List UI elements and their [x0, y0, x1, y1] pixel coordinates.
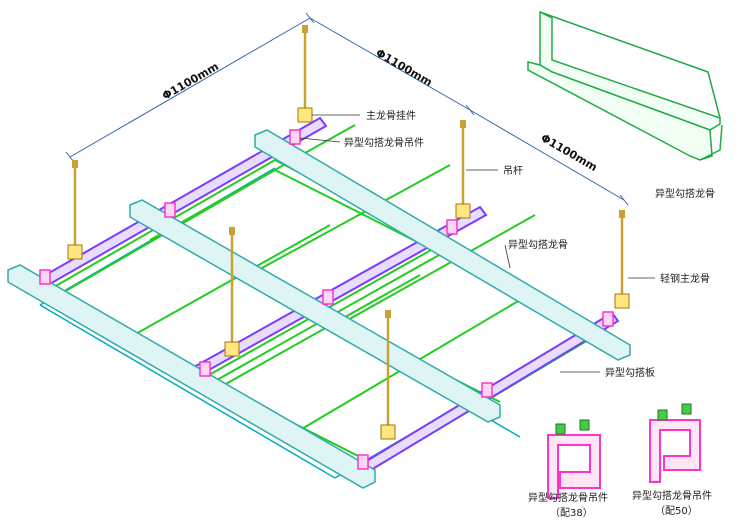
dimension-line-3: [469, 109, 625, 201]
part-detail-50: 异型勾搭龙骨吊件 （配50）: [632, 403, 712, 517]
dimension-tick: [305, 12, 315, 24]
label-special-panel: 异型勾搭板: [605, 366, 655, 379]
rod-cap: [619, 210, 625, 218]
hanger-clip: [164, 202, 176, 218]
light-steel-keels: [7, 129, 631, 489]
hanger-clip: [289, 129, 301, 145]
label-light-steel-main-keel: 轻钢主龙骨: [660, 272, 710, 285]
main-keel-hangers: [67, 107, 630, 440]
hanger-clip: [199, 361, 211, 377]
hanger-clip: [446, 219, 458, 235]
cross-keel-line: [149, 124, 356, 241]
dimension-lines: [65, 12, 629, 206]
part2-note: （配50）: [655, 505, 698, 517]
hanger-rods: [73, 30, 624, 428]
dimension-line-1: [69, 17, 311, 158]
part-bolt: [579, 419, 590, 431]
hanger-clip: [481, 382, 493, 398]
rod-cap: [72, 160, 78, 168]
cross-keel-line: [124, 224, 331, 341]
label-main-keel-hanger: 主龙骨挂件: [366, 109, 416, 122]
special-keel-hangers: [39, 129, 614, 470]
rod-caps: [72, 25, 625, 318]
profile-top-edge: [539, 11, 721, 119]
part1-name: 异型勾搭龙骨吊件: [528, 491, 608, 504]
light-steel-keel-1: [7, 264, 376, 489]
hanger-clip: [322, 289, 334, 305]
main-keel-hanger: [380, 424, 396, 440]
profile-flange: [527, 61, 713, 161]
hanger-clip: [602, 311, 614, 327]
part-clip-body: [649, 419, 701, 483]
panel-edge-line: [39, 304, 336, 479]
rod-cap: [460, 120, 466, 128]
profile-lip: [699, 124, 723, 161]
main-keel-hanger: [224, 341, 240, 357]
keel-profile-drawing: [527, 10, 723, 161]
label-profile-title: 异型勾搭龙骨: [655, 187, 715, 200]
main-keel-hanger: [67, 244, 83, 260]
dimension-label-1: Φ1100mm: [160, 60, 221, 103]
part-bolt: [555, 423, 566, 435]
cross-keel-line: [239, 164, 451, 281]
cross-keel-line: [329, 214, 536, 331]
label-rod: 吊杆: [503, 165, 523, 177]
rod-cap: [302, 25, 308, 33]
callout-leaders: [299, 114, 655, 373]
main-keel-hanger: [614, 293, 630, 309]
part1-note: （配38）: [550, 507, 593, 519]
label-special-keel-hanger: 异型勾搭龙骨吊件: [344, 136, 424, 149]
hanger-clip: [39, 269, 51, 285]
part-clip-body: [547, 434, 601, 499]
leader-special-keel-hanger: [299, 137, 341, 143]
part2-name: 异型勾搭龙骨吊件: [632, 489, 712, 502]
leader-special-keel: [504, 244, 511, 269]
dimension-label-2: Φ1100mm: [374, 46, 435, 89]
hanger-clip: [357, 454, 369, 470]
light-steel-keel-3: [254, 129, 631, 361]
label-special-keel: 异型勾搭龙骨: [508, 238, 568, 251]
dimension-tick: [619, 194, 629, 206]
part-bolt: [657, 409, 668, 421]
cross-keel-line: [214, 274, 421, 391]
part-detail-38: 异型勾搭龙骨吊件 （配38）: [528, 419, 608, 519]
main-keel-hanger: [297, 107, 313, 123]
part-bolt: [681, 403, 692, 415]
dimension-line-2: [309, 17, 471, 111]
main-keel-hanger: [455, 203, 471, 219]
dimension-tick: [465, 104, 475, 116]
rod-cap: [229, 227, 235, 235]
rod-cap: [385, 310, 391, 318]
light-steel-keel-2: [129, 199, 501, 423]
